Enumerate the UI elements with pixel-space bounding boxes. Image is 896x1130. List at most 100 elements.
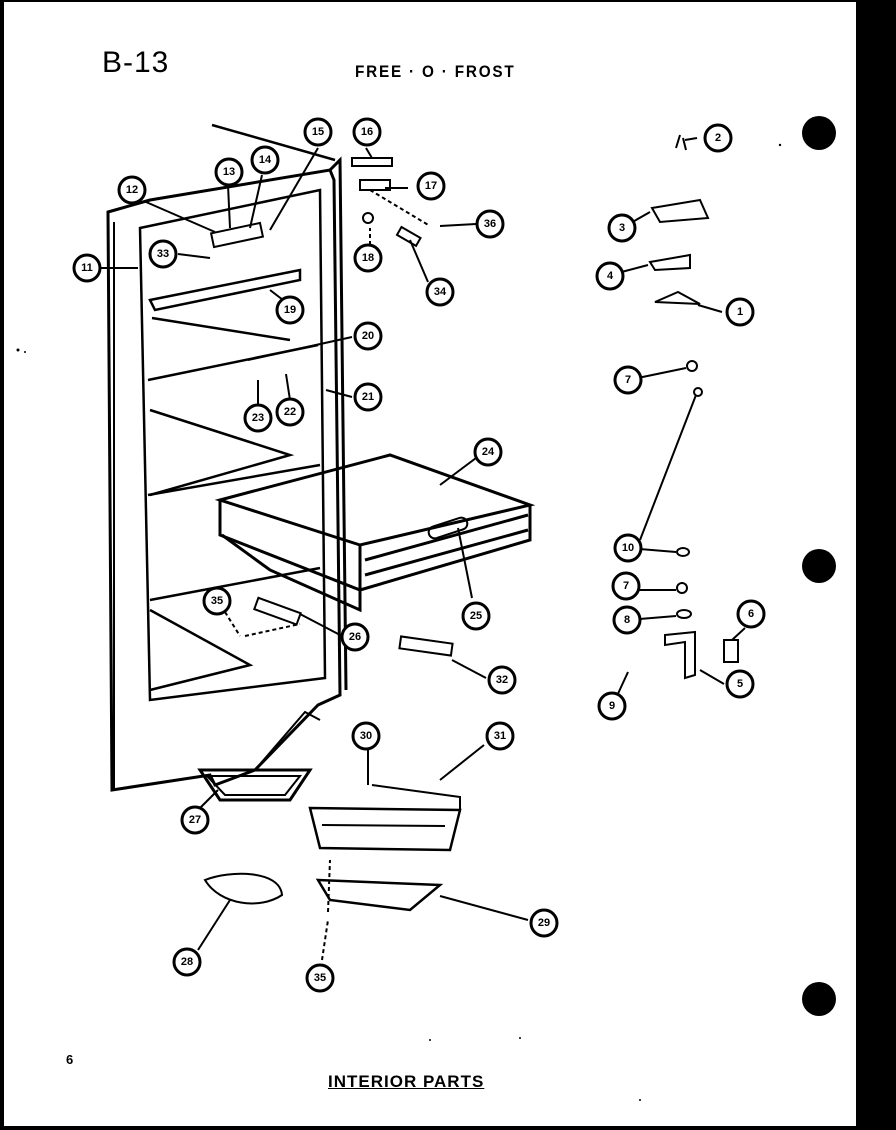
callout-circle [243, 403, 273, 433]
callout-23: 23 [243, 403, 273, 433]
callout-circle [607, 213, 637, 243]
callout-number: 5 [737, 678, 743, 690]
hole-top [802, 116, 836, 150]
callout-7: 7 [613, 365, 643, 395]
callout-circle [597, 691, 627, 721]
callout-number: 26 [349, 631, 361, 643]
callout-number: 7 [623, 580, 629, 592]
callout-circle [275, 295, 305, 325]
callout-circle [148, 239, 178, 269]
callout-number: 23 [252, 412, 264, 424]
callout-12: 12 [117, 175, 147, 205]
callout-number: 9 [609, 700, 615, 712]
callout-circle [703, 123, 733, 153]
callout-10: 10 [613, 533, 643, 563]
callout-number: 12 [126, 184, 138, 196]
callout-24: 24 [473, 437, 503, 467]
callout-27: 27 [180, 805, 210, 835]
callout-28: 28 [172, 947, 202, 977]
callout-number: 35 [211, 595, 223, 607]
callout-circle [172, 947, 202, 977]
callout-circle [214, 157, 244, 187]
callout-2: 2 [703, 123, 733, 153]
callout-4: 4 [595, 261, 625, 291]
callout-circle [612, 605, 642, 635]
callout-number: 30 [360, 730, 372, 742]
callout-circle [352, 117, 382, 147]
callout-1: 1 [725, 297, 755, 327]
callout-circle [595, 261, 625, 291]
callout-number: 2 [715, 132, 721, 144]
callout-circle [613, 533, 643, 563]
callout-number: 19 [284, 304, 296, 316]
callout-29: 29 [529, 908, 559, 938]
hole-bottom [802, 982, 836, 1016]
callout-circle [250, 145, 280, 175]
callout-circle [613, 365, 643, 395]
callout-circle [72, 253, 102, 283]
callout-number: 34 [434, 286, 447, 298]
callout-number: 21 [362, 391, 374, 403]
callout-number: 8 [624, 614, 630, 626]
callout-number: 7 [625, 374, 631, 386]
callout-circle [305, 963, 335, 993]
callout-31: 31 [485, 721, 515, 751]
callout-3: 3 [607, 213, 637, 243]
callout-17: 17 [416, 171, 446, 201]
callout-circle [353, 243, 383, 273]
callout-number: 13 [223, 166, 235, 178]
callout-34: 34 [425, 277, 455, 307]
callout-circle [475, 209, 505, 239]
callout-number: 17 [425, 180, 437, 192]
callout-number: 10 [622, 542, 634, 554]
callout-circle [180, 805, 210, 835]
callout-circle [303, 117, 333, 147]
callout-circle [473, 437, 503, 467]
callout-5: 5 [725, 669, 755, 699]
callout-circle [485, 721, 515, 751]
callout-circle [529, 908, 559, 938]
callout-number: 22 [284, 406, 296, 418]
callout-number: 4 [607, 270, 614, 282]
page-number: 6 [66, 1052, 74, 1067]
callout-25: 25 [461, 601, 491, 631]
shelves [147, 268, 321, 692]
scan-noise [16, 143, 782, 1101]
callout-16: 16 [352, 117, 382, 147]
callout-number: 1 [737, 306, 743, 318]
callout-number: 20 [362, 330, 374, 342]
callout-7: 7 [611, 571, 641, 601]
callout-circle [725, 669, 755, 699]
callout-18: 18 [353, 243, 383, 273]
crisper-drawer [214, 453, 536, 613]
callout-15: 15 [303, 117, 333, 147]
callout-number: 27 [189, 814, 201, 826]
callout-35: 35 [202, 586, 232, 616]
callout-number: 3 [619, 222, 625, 234]
callout-circle [351, 721, 381, 751]
callout-20: 20 [353, 321, 383, 351]
model-title: FREE · O · FROST [355, 62, 516, 81]
callout-11: 11 [72, 253, 102, 283]
callout-35: 35 [305, 963, 335, 993]
callout-number: 36 [484, 218, 496, 230]
callout-8: 8 [612, 605, 642, 635]
callout-circle [425, 277, 455, 307]
cabinet-body [106, 123, 348, 792]
callout-number: 16 [361, 126, 373, 138]
callout-circle [487, 665, 517, 695]
callout-number: 25 [470, 610, 482, 622]
callout-number: 33 [157, 248, 169, 260]
callout-circle [461, 601, 491, 631]
callout-22: 22 [275, 397, 305, 427]
callout-number: 35 [314, 972, 326, 984]
callout-26: 26 [340, 622, 370, 652]
callout-32: 32 [487, 665, 517, 695]
small-parts [197, 134, 739, 912]
callout-6: 6 [736, 599, 766, 629]
callout-circle [736, 599, 766, 629]
callout-number: 24 [482, 446, 495, 458]
callout-circle [353, 382, 383, 412]
